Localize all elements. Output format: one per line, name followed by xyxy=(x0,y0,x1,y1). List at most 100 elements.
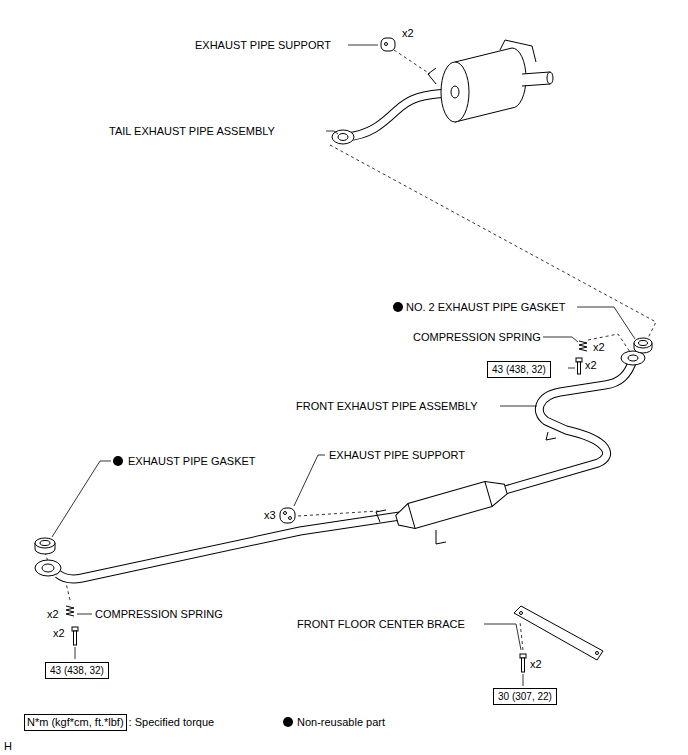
dashed-guide xyxy=(66,583,70,600)
torque-box: 43 (438, 32) xyxy=(487,361,551,378)
hanger-bracket xyxy=(428,68,436,84)
torque-unit: N*m (kgf*cm, ft.*lbf) xyxy=(27,716,124,729)
dashed-guide xyxy=(394,50,430,74)
pipe-outline xyxy=(346,93,452,137)
non-reusable-dot xyxy=(393,302,403,312)
part-label: x2 xyxy=(593,341,605,354)
support-hole xyxy=(289,517,292,520)
bolt-head xyxy=(576,358,582,362)
converter-body xyxy=(394,477,510,533)
torque-box: 43 (438, 32) xyxy=(45,662,109,679)
pipe-fill xyxy=(505,360,633,490)
part-label: x2 xyxy=(47,608,59,621)
part-label: x2 xyxy=(53,627,65,640)
flange-bore xyxy=(42,564,54,572)
part-label: FRONT FLOOR CENTER BRACE xyxy=(297,618,465,631)
pipe-fill xyxy=(346,93,452,137)
dashed-guide xyxy=(298,511,378,516)
dashed-guide xyxy=(330,145,656,338)
support-hole xyxy=(385,43,388,46)
springs-and-bolts xyxy=(66,341,587,672)
non-reusable-dot xyxy=(113,456,123,466)
leader-line xyxy=(500,406,537,407)
gasket-bore xyxy=(639,341,648,346)
legend-dot xyxy=(283,717,293,727)
compression-spring xyxy=(579,341,587,351)
hanger-bracket xyxy=(500,40,536,62)
torque-box: 30 (307, 22) xyxy=(493,688,557,705)
leader-line xyxy=(294,455,325,506)
part-label: FRONT EXHAUST PIPE ASSEMBLY xyxy=(296,400,478,413)
part-label: EXHAUST PIPE GASKET xyxy=(128,455,256,468)
torque-value: 30 (307, 22) xyxy=(498,691,552,703)
part-label: NO. 2 EXHAUST PIPE GASKET xyxy=(406,301,565,314)
torque-value: 43 (438, 32) xyxy=(50,665,104,677)
part-label: x2 xyxy=(530,658,542,671)
outlet-pipe xyxy=(522,72,550,86)
bolt-shank xyxy=(74,631,77,645)
rubber-support xyxy=(381,38,395,51)
leader-line xyxy=(568,368,575,369)
flange xyxy=(35,560,61,576)
part-label: x3 xyxy=(264,509,276,522)
front-floor-brace xyxy=(514,606,603,660)
torque-value: 43 (438, 32) xyxy=(492,364,546,376)
converter-seam xyxy=(408,481,492,528)
part-label: COMPRESSION SPRING xyxy=(413,331,541,344)
brace-hole xyxy=(520,612,523,615)
gasket-bore xyxy=(40,541,50,546)
front-exhaust-pipe xyxy=(58,360,633,579)
support-hole xyxy=(284,512,287,515)
part-label: x2 xyxy=(585,359,597,372)
legend-text: : Specified torque xyxy=(129,716,215,729)
brace-bar xyxy=(514,606,603,660)
pipe-outline xyxy=(505,360,633,490)
leader-line xyxy=(326,131,338,134)
part-label: COMPRESSION SPRING xyxy=(95,608,223,621)
bolt-shank xyxy=(578,362,581,374)
muffler-face xyxy=(441,62,469,122)
leader-line xyxy=(484,624,521,650)
bolt-head xyxy=(520,654,526,658)
outlet-end xyxy=(547,72,553,84)
part-label: TAIL EXHAUST PIPE ASSEMBLY xyxy=(109,125,275,138)
legend-text: Non-reusable part xyxy=(297,716,385,729)
part-label: EXHAUST PIPE SUPPORT xyxy=(329,449,465,462)
muffler xyxy=(428,40,553,122)
gaskets xyxy=(35,338,652,554)
pipe-outline xyxy=(58,516,400,579)
gasket xyxy=(634,338,652,348)
pipe-bracket xyxy=(436,530,446,544)
front-flanges xyxy=(35,351,645,576)
leader-line xyxy=(523,674,524,686)
leader-line xyxy=(77,614,92,615)
leader-line xyxy=(75,647,76,659)
part-label: EXHAUST PIPE SUPPORT xyxy=(195,39,331,52)
catalytic-converter xyxy=(376,432,556,544)
flange-bore xyxy=(338,134,348,141)
figure-code: H xyxy=(4,740,12,753)
muffler-inlet xyxy=(451,86,459,98)
leader-lines xyxy=(52,45,635,686)
gasket xyxy=(35,538,55,548)
non-reusable-marks xyxy=(113,302,403,466)
bolt-shank xyxy=(522,658,525,672)
tail-exhaust-pipe xyxy=(346,93,452,137)
flange-bore xyxy=(628,355,638,361)
bolt-head xyxy=(72,627,78,631)
dashed-guides xyxy=(45,50,656,650)
leader-line xyxy=(348,45,378,46)
brace-hole xyxy=(596,652,599,655)
pipe-bracket xyxy=(546,432,556,440)
pipe-bracket xyxy=(376,510,386,522)
converter-shell xyxy=(394,477,510,533)
pipe-fill xyxy=(58,516,400,579)
leader-line xyxy=(52,461,111,537)
leader-line xyxy=(577,307,635,339)
leader-line xyxy=(543,337,578,342)
rubber-support xyxy=(280,508,295,523)
compression-spring xyxy=(66,606,74,616)
